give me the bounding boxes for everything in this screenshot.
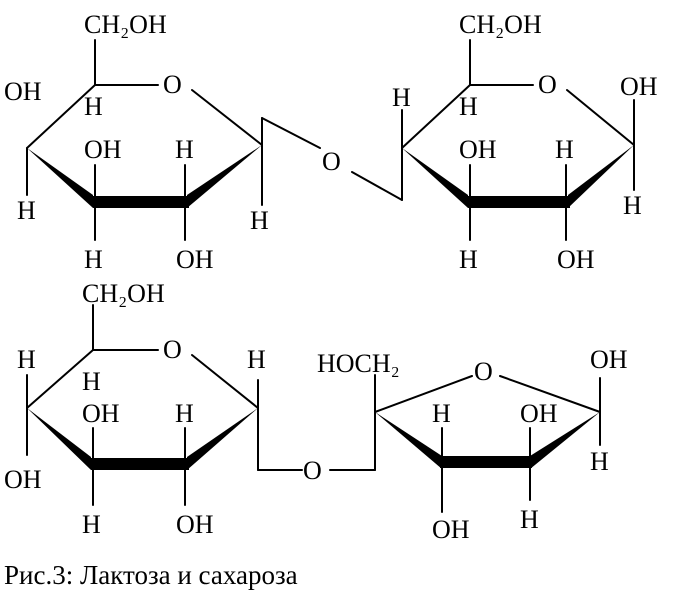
sucrose-fructose-c4-oh: OH <box>520 399 558 428</box>
sucrose-glucose-c4-oh: OH <box>4 465 42 494</box>
lactose-ring2-c5-h: H <box>459 92 478 121</box>
sucrose-fructose-c2-oh: OH <box>590 345 628 374</box>
sucrose-structure: CH₂OH O H H H OH H OH H OH O HOCH₂ O <box>4 279 628 544</box>
lactose-ring2-c2-h: H <box>555 135 574 164</box>
lactose-ring1-ch2oh: CH₂OH <box>84 10 167 39</box>
sucrose-fructose-c3-h: H <box>432 399 451 428</box>
lactose-ring-1 <box>26 39 263 241</box>
lactose-ring1-c2-oh: OH <box>176 245 214 274</box>
figure-caption: Рис.3: Лактоза и сахароза <box>4 560 298 590</box>
sucrose-fructose-c2-h: H <box>590 447 609 476</box>
lactose-ring1-c4-h: H <box>17 196 36 225</box>
sucrose-glucose-c2-oh: OH <box>176 510 214 539</box>
lactose-ring2-ch2oh: CH₂OH <box>459 10 542 39</box>
lactose-ring2-c2-oh: OH <box>557 245 595 274</box>
lactose-ring2-c1-h: H <box>623 191 642 220</box>
sucrose-glycosidic-bond <box>257 411 376 471</box>
lactose-ring1-c3-h: H <box>84 245 103 274</box>
lactose-ring2-c1-oh: OH <box>620 72 658 101</box>
sucrose-glucose-ch2oh: CH₂OH <box>82 279 165 308</box>
lactose-ring1-c5-h: H <box>84 92 103 121</box>
lactose-ring1-c4-oh: OH <box>4 77 42 106</box>
lactose-ring1-c2-h: H <box>175 135 194 164</box>
lactose-ring1-ring-o: O <box>163 70 182 99</box>
lactose-ring1-c1-h: H <box>250 206 269 235</box>
lactose-ring2-c3-h: H <box>459 245 478 274</box>
sucrose-glucose-c3-h: H <box>82 510 101 539</box>
sucrose-glucose-c1-h: H <box>247 345 266 374</box>
lactose-ring-2 <box>401 39 635 241</box>
sucrose-glucose-c5-h: H <box>82 367 101 396</box>
lactose-glycosidic-bond <box>261 117 403 201</box>
sucrose-fructose-c4-h: H <box>520 505 539 534</box>
sucrose-glucose-c2-h: H <box>175 399 194 428</box>
sucrose-glucose-ring-o: O <box>163 335 182 364</box>
lactose-link-o: O <box>322 147 341 176</box>
sucrose-fructose-ring <box>374 374 601 513</box>
sucrose-glucose-c3-oh: OH <box>82 399 120 428</box>
lactose-ring2-c3-oh: OH <box>459 135 497 164</box>
sucrose-fructose-ring-o: O <box>474 357 493 386</box>
sucrose-fructose-c3-oh: OH <box>432 515 470 544</box>
sucrose-fructose-hoch2: HOCH₂ <box>317 349 400 378</box>
lactose-ring1-c3-oh: OH <box>84 135 122 164</box>
sucrose-glucose-ring <box>26 304 259 506</box>
lactose-ring2-ring-o: O <box>538 70 557 99</box>
sucrose-glucose-c4-h: H <box>17 345 36 374</box>
lactose-structure: CH₂OH O OH H OH H H H H OH O <box>4 10 658 274</box>
lactose-ring2-c4-h: H <box>392 83 411 112</box>
sucrose-link-o: O <box>303 456 322 485</box>
